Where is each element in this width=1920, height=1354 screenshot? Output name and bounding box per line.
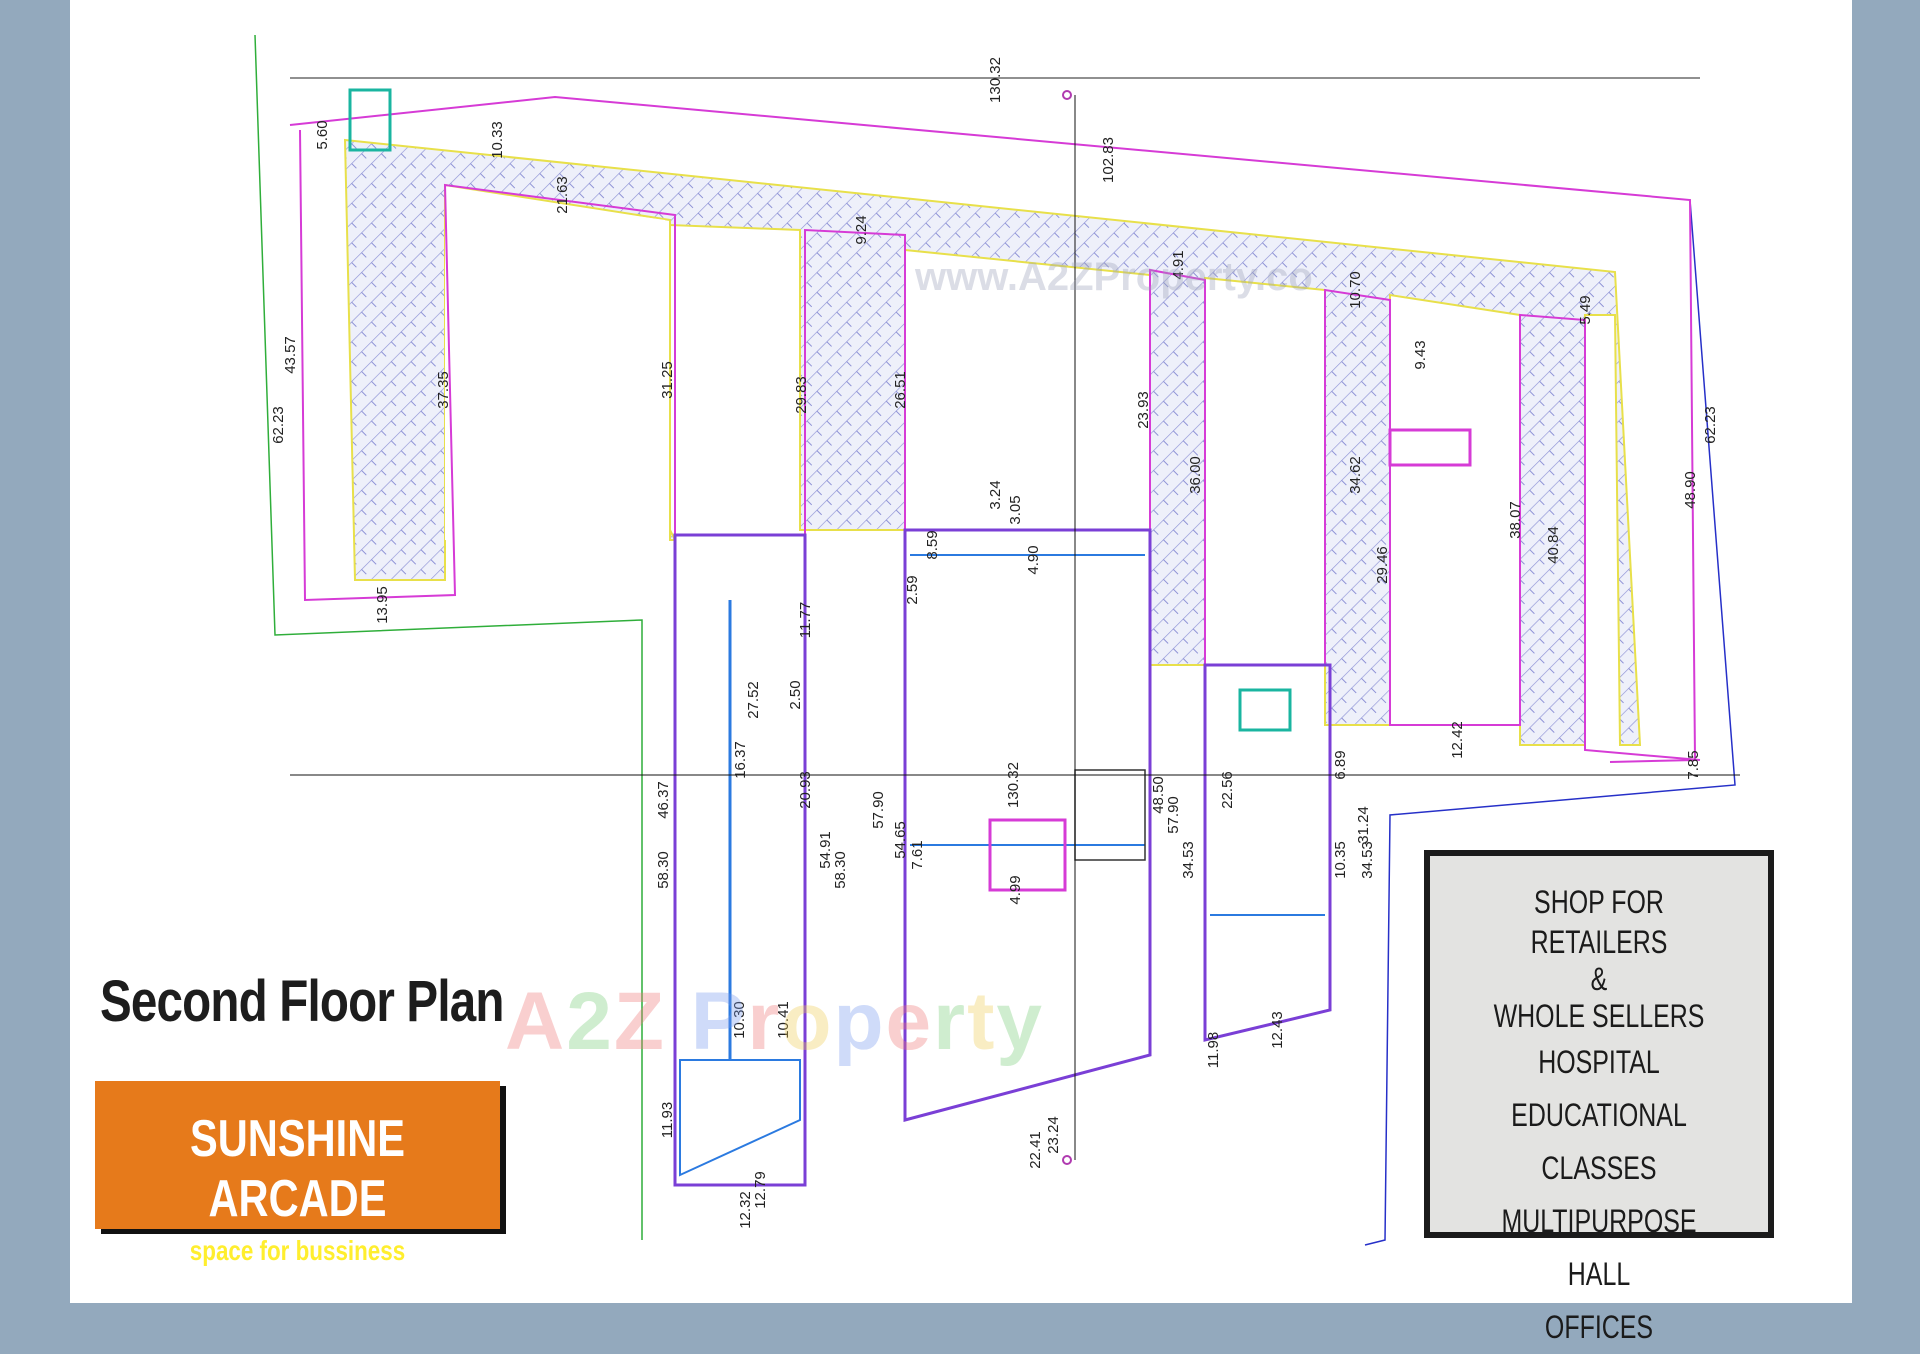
dimension-label: 5.49 (1577, 295, 1594, 324)
dimension-label: 36.00 (1187, 456, 1204, 494)
watermark-logo: A2Z Property (505, 976, 1044, 1067)
brand-name: SUNSHINE ARCADE (190, 1110, 405, 1228)
stair (1388, 428, 1472, 467)
dimension-label: 4.99 (1007, 875, 1024, 904)
dimension-label: 13.95 (374, 586, 391, 624)
dimension-label: 23.24 (1045, 1116, 1062, 1154)
dimension-label: 9.24 (853, 215, 870, 244)
lift-stair (988, 818, 1067, 892)
dimension-label: 27.52 (745, 681, 762, 719)
dimension-label: 58.30 (655, 851, 672, 889)
use-item: MULTIPURPOSE HALL (1501, 1203, 1697, 1292)
dimension-label: 11.93 (659, 1102, 676, 1138)
stair (1238, 688, 1292, 732)
site-boundary-green (254, 34, 643, 1240)
dimension-label: 57.90 (1165, 796, 1182, 834)
dimension-label: 29.46 (1374, 546, 1391, 584)
wall-outline (299, 129, 676, 602)
use-item: SHOP FOR RETAILERS (1530, 884, 1668, 960)
dimension-label: 9.43 (1412, 340, 1429, 369)
dimension-label: 2.59 (904, 575, 921, 604)
dimension-label: 12.42 (1449, 721, 1466, 759)
brand-tagline: space for bussiness (189, 1235, 406, 1266)
block-left-shop (679, 1059, 801, 1177)
use-item: HOSPITAL (1538, 1044, 1660, 1080)
dimension-label: 7.85 (1685, 750, 1702, 779)
use-item: EDUCATIONAL CLASSES (1511, 1097, 1687, 1186)
dimension-label: 130.32 (987, 57, 1004, 103)
dimension-label: 22.41 (1027, 1131, 1044, 1169)
dimension-label: 16.37 (732, 741, 749, 779)
courtyard (445, 190, 665, 540)
dimension-label: 38.07 (1507, 501, 1524, 539)
dimension-label: 12.79 (752, 1171, 769, 1209)
dimension-label: 3.05 (1007, 495, 1024, 524)
dimension-label: 11.77 (797, 602, 814, 638)
dimension-label: 11.98 (1205, 1032, 1222, 1068)
dimension-label: 8.59 (924, 530, 941, 559)
dimension-label: 48.90 (1682, 471, 1699, 509)
dimension-label: 102.83 (1100, 137, 1117, 183)
dimension-label: 26.51 (892, 371, 909, 409)
toilets (1074, 769, 1146, 861)
drawing-title: Second Floor Plan (100, 969, 504, 1034)
dimension-label: 23.93 (1135, 391, 1152, 429)
dimension-label: 54.65 (892, 821, 909, 859)
dimension-label: 54.91 (817, 831, 834, 869)
dimension-label: 34.53 (1359, 841, 1376, 879)
wall-outline (804, 228, 906, 555)
use-item: WHOLE SELLERS (1493, 998, 1705, 1034)
dimension-label: 22.56 (1219, 771, 1236, 809)
use-item: & (1590, 961, 1608, 997)
dimension-label: 4.91 (1170, 250, 1187, 279)
dimension-label: 6.89 (1332, 750, 1349, 779)
dimension-label: 34.62 (1347, 456, 1364, 494)
dimension-label: 62.23 (270, 406, 287, 444)
dimension-label: 2.50 (787, 680, 804, 709)
dimension-label: 4.90 (1025, 545, 1042, 574)
dimension-label: 10.41 (775, 1001, 792, 1039)
dimension-label: 5.60 (314, 120, 331, 149)
uses-list-box: SHOP FOR RETAILERS & WHOLE SELLERS HOSPI… (1424, 850, 1774, 1345)
dimension-label: 31.24 (1355, 806, 1372, 844)
dimension-label: 40.84 (1545, 526, 1562, 564)
use-item: OFFICES (1544, 1309, 1654, 1345)
dimension-label: 3.24 (987, 480, 1004, 509)
dimension-label: 10.70 (1347, 271, 1364, 309)
dimension-label: 58.30 (832, 851, 849, 889)
dimension-label: 57.90 (870, 791, 887, 829)
outer-boundary (289, 95, 1697, 763)
site-boundary-blue (1364, 199, 1736, 1246)
dimension-label: 37.35 (435, 371, 452, 409)
dimension-label: 43.57 (282, 336, 299, 374)
dimension-label: 62.23 (1702, 406, 1719, 444)
dimension-label: 10.35 (1332, 841, 1349, 879)
dimension-label: 29.83 (793, 376, 810, 414)
watermark-url: www.A2ZProperty.co (915, 255, 1313, 299)
dimension-label: 20.93 (797, 771, 814, 809)
block-left (673, 533, 807, 1187)
terrace-hatched-area (343, 138, 1642, 746)
block-right (1203, 663, 1332, 1042)
dimension-label: 46.37 (655, 781, 672, 819)
dimension-label: 21.63 (554, 176, 571, 214)
dimension-label: 130.32 (1005, 762, 1022, 808)
floor-plan-drawing: 130.32 102.83 62.23 43.57 37.35 31.25 29.83 26.… (254, 34, 1740, 1246)
wall-outline (1149, 268, 1206, 665)
dimension-label: 34.53 (1180, 841, 1197, 879)
block-center (903, 528, 1152, 1122)
dimension-label: 48.50 (1150, 776, 1167, 814)
dimension-label: 7.61 (909, 840, 926, 869)
dimension-label: 12.32 (737, 1191, 754, 1229)
dimension-label: 10.33 (489, 121, 506, 159)
stair (348, 88, 392, 152)
wall-outline (1324, 288, 1701, 761)
dimension-label: 10.30 (731, 1001, 748, 1039)
brand-banner: SUNSHINE ARCADE space for bussiness (95, 1081, 500, 1266)
dimension-label: 31.25 (659, 361, 676, 399)
dimension-label: 12.43 (1269, 1011, 1286, 1049)
